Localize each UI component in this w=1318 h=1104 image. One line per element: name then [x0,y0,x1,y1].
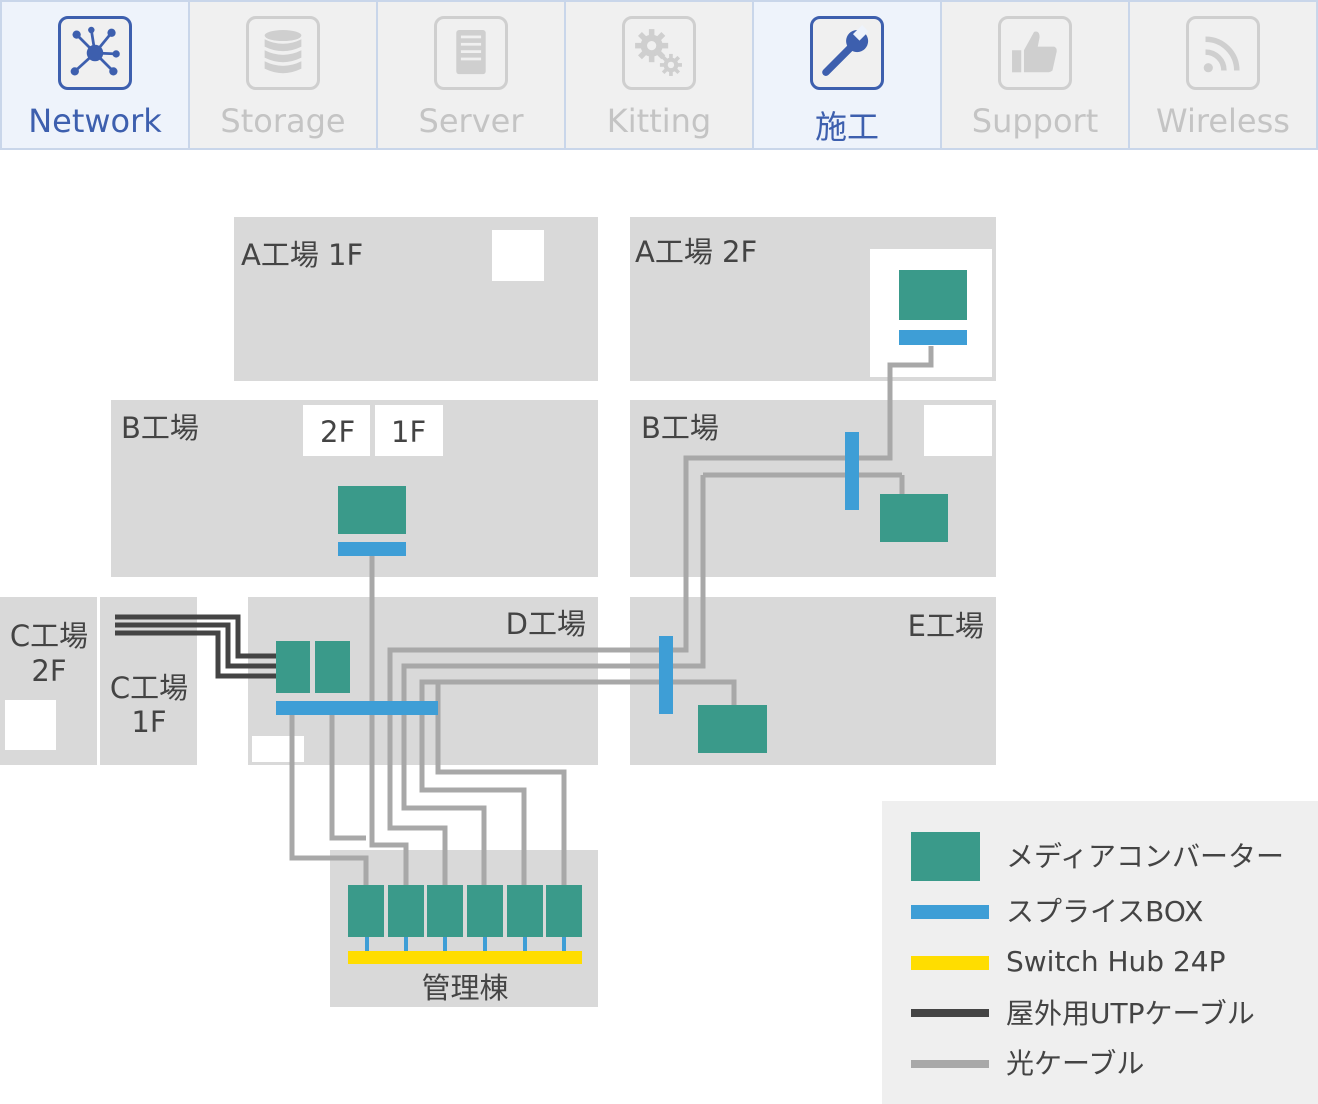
white-patch [375,405,443,456]
tab-label: 施工 [814,108,879,146]
tab-support[interactable]: Support [942,2,1130,148]
splice-box [365,937,369,951]
tab-wireless[interactable]: Wireless [1130,2,1316,148]
label-a1: A工場 1F [241,238,363,272]
legend-swatch-utp [911,1009,989,1017]
fiber-cables [289,346,934,885]
splice-box [899,330,967,345]
legend-swatch-media-converter [911,832,980,881]
tab-kitting[interactable]: Kitting [566,2,754,148]
label-b-right: B工場 [641,411,719,445]
splice-box [404,937,408,951]
legend-label-switch-hub: Switch Hub 24P [1006,945,1225,978]
label-c1-line2: 1F [131,705,166,739]
network-icon [58,16,132,90]
tab-construction[interactable]: 施工 [754,2,942,148]
label-b-left-2f: 2F [320,415,355,449]
splice-box [483,937,487,951]
rss-icon [1186,16,1260,90]
label-c2-line1: C工場 [10,619,88,653]
legend: メディアコンバーター スプライスBOX Switch Hub 24P 屋外用UT… [882,801,1318,1104]
legend-label-utp: 屋外用UTPケーブル [1006,997,1255,1030]
database-icon [246,16,320,90]
white-patch [303,405,370,456]
utp-cables [115,614,276,679]
legend-label-media-converter: メディアコンバーター [1006,840,1284,873]
media-converter [276,641,310,693]
media-converter [388,885,424,937]
white-patch [492,230,544,281]
label-d: D工場 [506,607,586,641]
media-converter [427,885,463,937]
splice-box [562,937,566,951]
tab-storage[interactable]: Storage [190,2,378,148]
media-converter [507,885,543,937]
media-converter [467,885,503,937]
switch-hub [348,951,582,964]
media-converter [338,486,406,534]
tab-label: Support [971,102,1099,140]
tab-label: Wireless [1156,102,1290,140]
legend-swatch-switch-hub [911,956,989,970]
tab-label: Server [418,102,524,140]
tab-label: Network [28,102,162,140]
splice-box [443,937,447,951]
white-patch [5,700,56,750]
tab-server[interactable]: Server [378,2,566,148]
label-b-left-1f: 1F [391,415,426,449]
media-converter [899,270,967,320]
label-admin: 管理棟 [421,971,508,1005]
legend-swatch-fiber [911,1060,989,1068]
splice-box [523,937,527,951]
white-patch [924,405,992,456]
media-converter [315,641,350,693]
label-c1-line1: C工場 [110,671,188,705]
splice-box [276,701,438,715]
splice-box [845,432,859,510]
legend-swatch-splice-box [911,905,989,919]
tab-label: Storage [220,102,346,140]
label-b-left: B工場 [121,411,199,445]
splice-box [338,542,406,556]
label-e: E工場 [908,609,984,643]
label-a2: A工場 2F [635,235,757,269]
tab-network[interactable]: Network [2,2,190,148]
tab-bar: Network Storage Serve [0,0,1318,150]
media-converter [348,885,384,937]
tab-label: Kitting [606,102,712,140]
white-patch [252,736,304,762]
server-icon [434,16,508,90]
legend-label-fiber: 光ケーブル [1006,1047,1144,1080]
media-converter [698,705,767,753]
label-c2-line2: 2F [31,654,66,688]
media-converter [546,885,582,937]
media-converter [880,494,948,542]
legend-label-splice-box: スプライスBOX [1006,895,1203,928]
splice-box [659,636,673,714]
gears-icon [622,16,696,90]
thumbs-up-icon [998,16,1072,90]
wrench-icon [810,16,884,90]
